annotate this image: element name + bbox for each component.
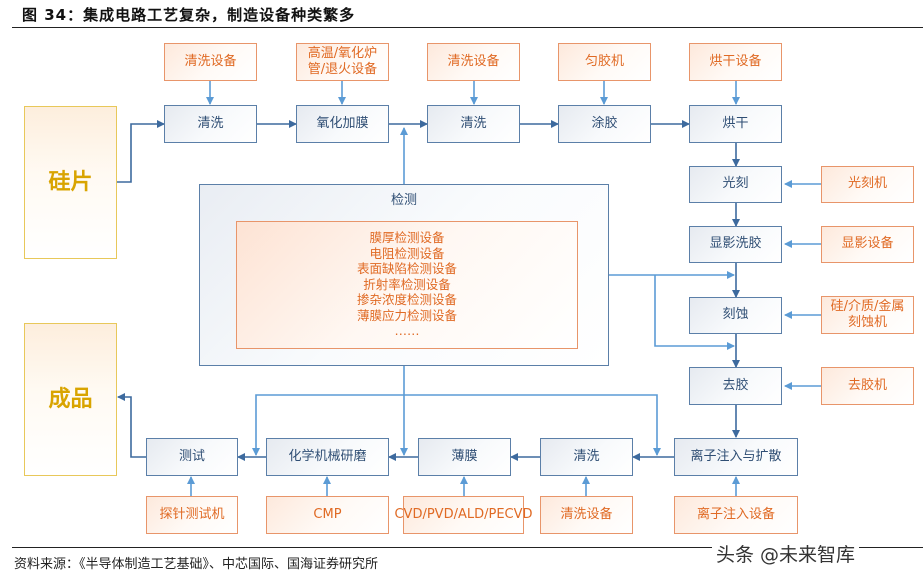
- equipment-coating: 匀胶机: [558, 43, 651, 81]
- wafer-terminal: 硅片: [24, 106, 117, 259]
- inspection-item: ……: [394, 323, 420, 338]
- title-rule: [12, 27, 923, 28]
- product-terminal: 成品: [24, 323, 117, 476]
- process-develop: 显影洗胶: [689, 226, 782, 263]
- process-lithography: 光刻: [689, 166, 782, 203]
- process-strip: 去胶: [689, 367, 782, 405]
- process-test: 测试: [146, 438, 238, 476]
- inspection-item: 掺杂浓度检测设备: [356, 292, 457, 307]
- process-cmp: 化学机械研磨: [266, 438, 389, 476]
- source-note: 资料来源：《半导体制造工艺基础》、中芯国际、国海证券研究所: [14, 557, 379, 572]
- inspection-item: 折射率检测设备: [363, 276, 451, 292]
- inspection-item: 薄膜应力检测设备: [356, 307, 457, 323]
- equipment-lithography: 光刻机: [821, 166, 914, 203]
- source-rule: [12, 547, 923, 548]
- equipment-thin-film: CVD/PVD/ALD/PECVD: [394, 496, 533, 534]
- equipment-clean2: 清洗设备: [427, 43, 520, 81]
- inspection-equipment-list: 膜厚检测设备 电阻检测设备 表面缺陷检测设备 折射率检测设备 掺杂浓度检测设备 …: [236, 221, 578, 349]
- inspect-to-etch-line: [654, 275, 735, 350]
- figure-title: 图 34：集成电路工艺复杂，制造设备种类繁多: [22, 6, 356, 24]
- inspection-block: 检测 膜厚检测设备 电阻检测设备 表面缺陷检测设备 折射率检测设备 掺杂浓度检测…: [199, 184, 609, 366]
- equipment-oxidation: 高温/氧化炉管/退火设备: [296, 43, 389, 81]
- flow-wafer-to-clean: [117, 120, 165, 183]
- process-clean1: 清洗: [164, 105, 257, 143]
- equipment-cmp: CMP: [266, 496, 389, 534]
- inspection-title: 检测: [390, 193, 417, 208]
- process-etching: 刻蚀: [689, 297, 782, 334]
- inspection-item: 膜厚检测设备: [369, 230, 445, 245]
- process-clean3: 清洗: [540, 438, 633, 476]
- process-thin-film: 薄膜: [418, 438, 511, 476]
- process-implant: 离子注入与扩散: [674, 438, 798, 476]
- process-coating: 涂胶: [558, 105, 651, 143]
- flow-test-to-product: [117, 393, 146, 458]
- equipment-develop: 显影设备: [821, 226, 914, 263]
- equipment-implant: 离子注入设备: [674, 496, 798, 534]
- inspection-item: 电阻检测设备: [369, 245, 445, 261]
- process-oxidation: 氧化加膜: [296, 105, 389, 143]
- inspect-bus-right: [404, 394, 661, 456]
- inspection-item: 表面缺陷检测设备: [356, 261, 457, 276]
- equipment-clean1: 清洗设备: [164, 43, 257, 81]
- process-clean2: 清洗: [427, 105, 520, 143]
- process-baking: 烘干: [689, 105, 782, 143]
- equipment-test: 探针测试机: [146, 496, 238, 534]
- equipment-baking: 烘干设备: [689, 43, 782, 81]
- inspect-bus-left: [252, 394, 404, 456]
- equipment-strip: 去胶机: [821, 367, 914, 405]
- equipment-clean3: 清洗设备: [540, 496, 633, 534]
- equipment-etching: 硅/介质/金属刻蚀机: [821, 296, 914, 334]
- watermark: 头条 @未来智库: [712, 540, 860, 567]
